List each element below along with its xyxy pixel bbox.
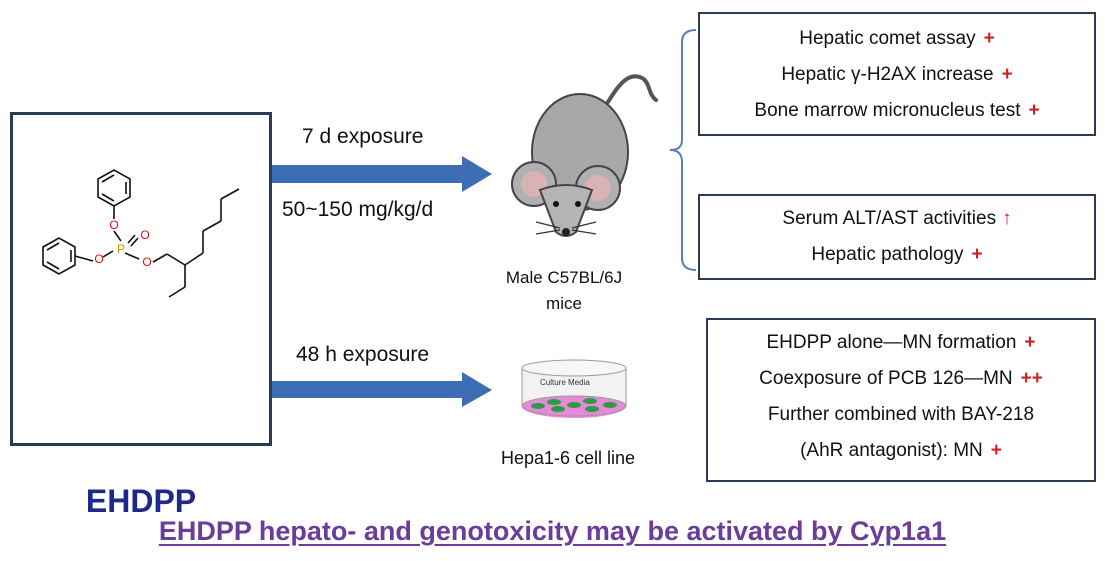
mouse-caption-line1: Male C57BL/6J [505, 268, 623, 287]
hepatotox-results-box: Serum ALT/AST activities↑ Hepatic pathol… [698, 194, 1096, 280]
result-line: EHDPP alone—MN formation+ [766, 332, 1036, 353]
svg-text:P: P [117, 242, 125, 256]
culture-dish-illustration [521, 359, 627, 418]
svg-text:O: O [142, 255, 151, 269]
svg-text:O: O [94, 252, 103, 266]
compound-box: O O O O P EHDPP [10, 112, 272, 519]
bottom-arrow [272, 372, 492, 407]
genotox-results-box: Hepatic comet assay+ Hepatic γ-H2AX incr… [698, 12, 1096, 136]
top-arrow-dose: 50~150 mg/kg/d [282, 198, 434, 221]
cell-results-box: EHDPP alone—MN formation+ Coexposure of … [706, 318, 1096, 482]
top-arrow [272, 156, 492, 192]
conclusion-text: EHDPP hepato- and genotoxicity may be ac… [158, 516, 947, 546]
results-bracket [669, 29, 697, 271]
result-line: Hepatic pathology+ [811, 244, 983, 265]
result-line: Further combined with BAY-218 [767, 404, 1035, 425]
compound-name: EHDPP [85, 483, 197, 519]
svg-text:O: O [140, 228, 149, 242]
bottom-arrow-label: 48 h exposure [296, 343, 430, 366]
result-line: Hepatic comet assay+ [799, 28, 995, 49]
svg-text:O: O [109, 218, 118, 232]
cell-caption: Hepa1-6 cell line [500, 448, 636, 468]
result-line: Coexposure of PCB 126—MN++ [759, 368, 1043, 389]
dish-label: Culture Media [540, 378, 590, 387]
mouse-illustration [511, 74, 658, 237]
result-line: Serum ALT/AST activities↑ [782, 208, 1012, 229]
top-arrow-label: 7 d exposure [302, 125, 424, 148]
result-line: (AhR antagonist): MN+ [800, 440, 1002, 461]
mouse-caption-line2: mice [546, 294, 582, 313]
result-line: Hepatic γ-H2AX increase+ [781, 64, 1013, 85]
result-line: Bone marrow micronucleus test+ [754, 100, 1040, 121]
ehdpp-structure: O O O O P [42, 169, 240, 298]
